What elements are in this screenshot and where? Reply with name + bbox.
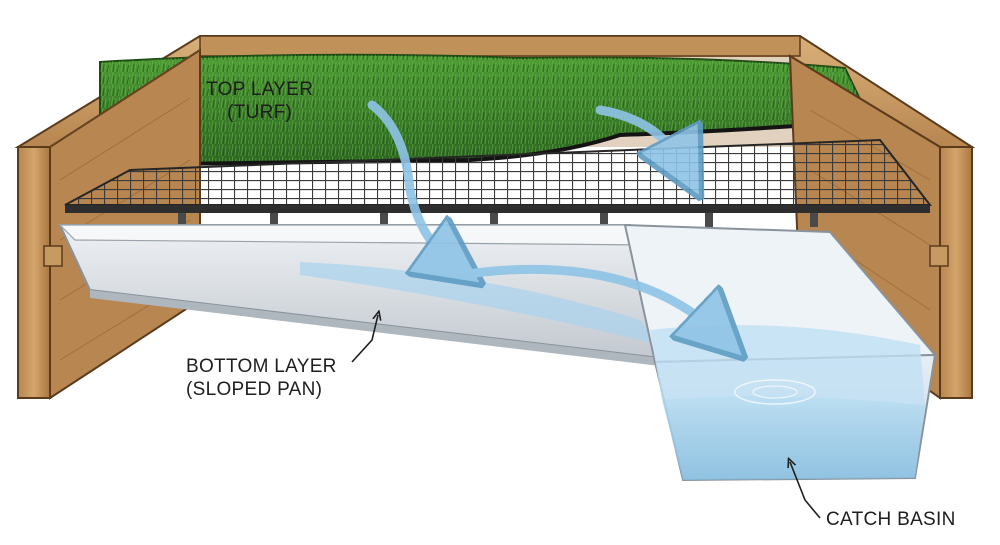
flow-arrow xyxy=(455,264,720,335)
bottom-layer-leader xyxy=(351,315,378,363)
flow-arrow xyxy=(367,100,455,265)
water-flow-arrows xyxy=(367,100,720,335)
catch-basin-leader xyxy=(790,462,821,519)
flow-arrow xyxy=(595,105,685,168)
top-layer-label: TOP LAYER (TURF) xyxy=(206,78,313,124)
bottom-layer-label: BOTTOM LAYER (SLOPED PAN) xyxy=(186,355,337,401)
sloped-pan xyxy=(58,224,687,366)
catch-basin-label-line1: CATCH BASIN xyxy=(826,509,956,530)
top-layer-label-line1: TOP LAYER xyxy=(206,79,314,100)
grate-layer xyxy=(64,138,933,227)
label-leaders xyxy=(351,315,821,519)
bottom-layer-label-line2: (SLOPED PAN) xyxy=(186,379,323,400)
top-layer-label-line2: (TURF) xyxy=(227,102,293,123)
catch-basin-label: CATCH BASIN xyxy=(826,508,956,531)
bottom-layer-label-line1: BOTTOM LAYER xyxy=(186,356,337,377)
